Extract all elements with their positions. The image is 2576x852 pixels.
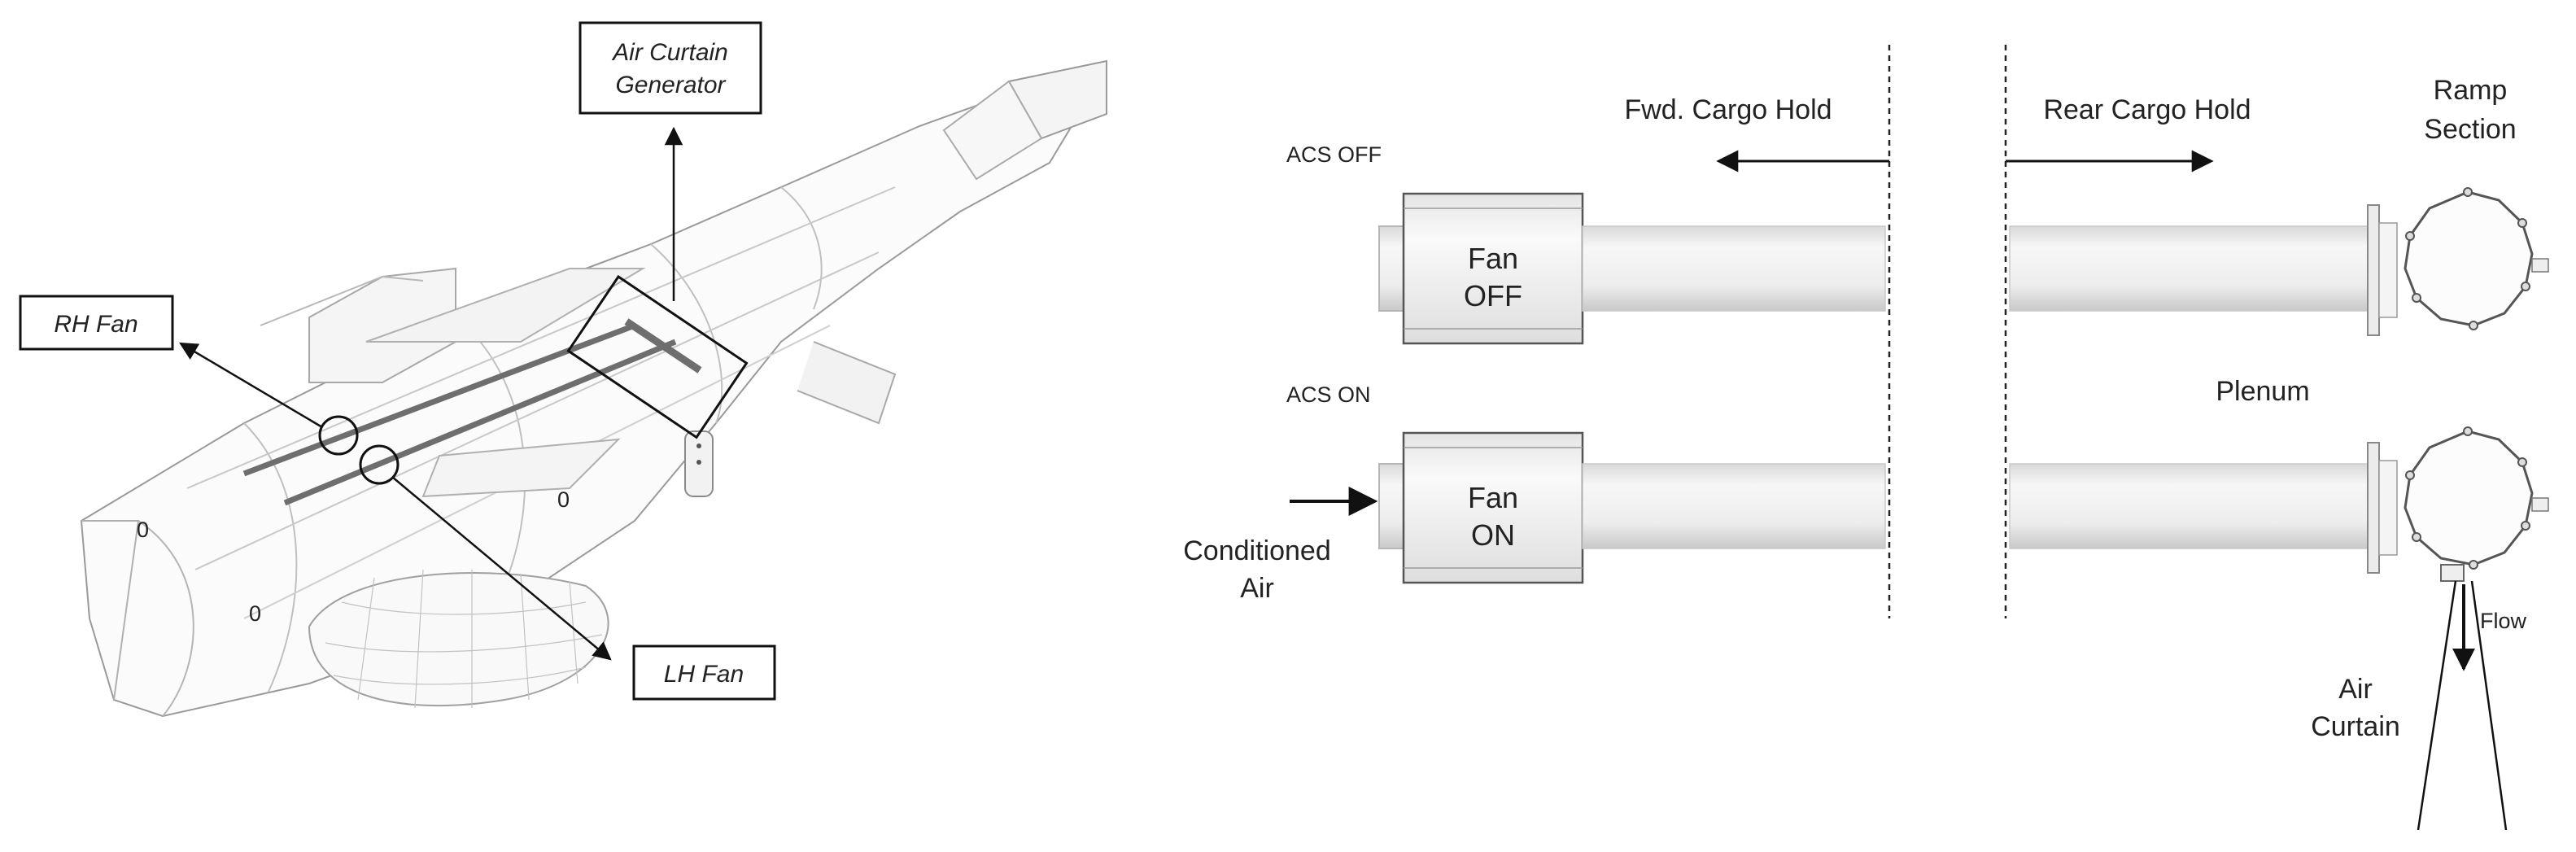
acs-off-label: ACS OFF [1286,142,1382,167]
zone-label-rear-cargo-hold: Rear Cargo Hold [2043,94,2251,125]
lh-fan-leader [391,476,612,661]
plenum-off [2404,190,2534,327]
callout-text-line: Air Curtain [611,39,728,66]
air-curtain-edge-right [2470,580,2508,831]
fuselage-outline [80,84,1076,718]
air-curtain-edge-left [2417,580,2457,831]
callout-lh-fan: LH Fan [632,644,776,701]
duct-rear-segment [2009,463,2369,549]
fuselage-marker: 0 [249,601,261,626]
aircraft-illustration [80,59,1107,718]
lh-duct [283,339,677,506]
duct-fwd-segment [1582,463,1886,549]
lh-fan-highlight [359,444,399,485]
fan-off-text: OFF [1464,279,1522,312]
duct-fwd-segment [1582,225,1886,312]
fuselage-marker: 0 [137,518,149,542]
nacelle-mesh [308,572,609,707]
flow-label: Flow [2480,609,2527,633]
fan-inlet-stub [1378,225,1404,312]
duct-rear-segment [2009,225,2369,312]
zone-label-fwd-cargo-hold: Fwd. Cargo Hold [1624,94,1832,125]
curtain-generator-bar [624,318,702,374]
aircraft-markers: 0 0 0 [137,487,570,626]
acs-on-label: ACS ON [1286,382,1371,407]
conditioned-air-label: Air [1240,573,1274,604]
fan-off-text: Fan [1468,242,1518,275]
fan-off-housing [1402,192,1584,345]
acs-off-row: ACS OFF Fan OFF [1286,142,2549,345]
fan-on-text: ON [1471,518,1515,552]
air-curtain-generator-highlight [566,274,749,439]
air-curtain-label: Curtain [2311,711,2400,742]
callout-text: RH Fan [54,311,138,338]
callout-text: LH Fan [664,661,744,688]
rh-fan-highlight [318,415,359,456]
fan-inlet-stub [1378,463,1404,549]
fan-on-text: Fan [1468,481,1518,514]
conditioned-air-label: Conditioned [1183,535,1330,566]
acs-on-row: ACS ON Fan ON Conditioned Air [1183,382,2549,604]
zone-label-ramp-section: Section [2424,114,2516,145]
air-curtain-label: Air [2338,674,2373,705]
callout-air-curtain-generator: Air Curtain Generator [579,21,762,115]
plenum-on [2404,430,2534,566]
plenum-label: Plenum [2216,376,2309,407]
callout-text-line: Generator [615,72,726,98]
fuselage-marker: 0 [557,487,570,512]
zone-label-ramp-section: Ramp [2434,75,2508,106]
callout-rh-fan: RH Fan [19,295,174,351]
rh-fan-leader [179,342,323,429]
